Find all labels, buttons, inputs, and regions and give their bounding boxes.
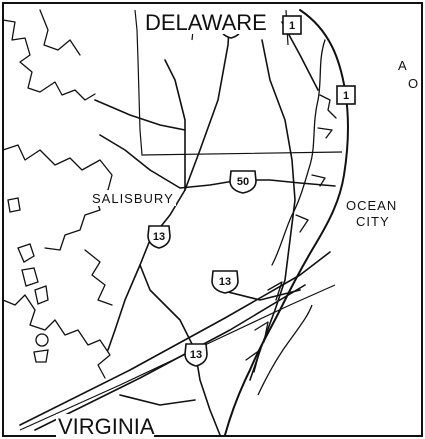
tangier-sound — [84, 249, 113, 306]
main-coastline — [224, 9, 349, 436]
atlantic-label-fragment-1: A — [398, 58, 408, 73]
delaware-label-bg — [142, 8, 270, 34]
road-local-3 — [119, 394, 196, 406]
island-3 — [34, 285, 49, 305]
atlantic-coastline — [224, 9, 349, 436]
route-number: 1 — [289, 20, 295, 32]
barrier-island — [257, 304, 313, 396]
city-label-salisbury: SALISBURY — [92, 191, 174, 206]
virginia-label-bg — [56, 414, 154, 438]
road-route-12 — [164, 59, 186, 191]
road-north-south-east — [249, 39, 296, 381]
us-highway-shield-icon — [147, 225, 171, 249]
state-route-shield-icon — [336, 85, 356, 105]
border-delaware-maryland-north — [134, 9, 343, 156]
inner-coastline — [271, 39, 326, 266]
road-diagonal-rail-2 — [34, 284, 306, 431]
road-diagonal-rail — [19, 251, 331, 426]
north-bay-shore — [2, 19, 96, 101]
shield-de-1-north: 1 — [282, 15, 302, 35]
road-crisfield — [107, 264, 141, 351]
atlantic-label-fragment-2: O — [408, 76, 419, 91]
state-label-virginia: VIRGINIA — [58, 414, 155, 439]
us-highway-shield-icon — [211, 270, 239, 294]
route-number: 13 — [190, 349, 202, 361]
chesapeake-shoreline — [2, 9, 113, 379]
upper-creek — [39, 9, 81, 56]
island-1 — [17, 243, 35, 263]
island-6 — [33, 349, 49, 363]
shield-us-13-salisbury: 13 — [147, 225, 171, 249]
island-5 — [35, 333, 49, 347]
shield-de-1-coast: 1 — [336, 85, 356, 105]
us-highway-shield-icon — [184, 343, 208, 367]
city-label-ocean-city-line2: CITY — [356, 214, 390, 229]
state-label-delaware: DELAWARE — [145, 10, 267, 35]
mid-west-shore — [2, 144, 113, 251]
road-us-13 — [139, 11, 231, 436]
us-highway-shield-icon — [229, 170, 257, 194]
salisbury-label-bg — [90, 190, 176, 206]
lower-west-shore — [2, 294, 111, 379]
city-label-ocean-city-line1: OCEAN — [346, 198, 397, 213]
shield-us-13-south: 13 — [184, 343, 208, 367]
route-number: 13 — [153, 231, 165, 243]
route-number: 1 — [343, 90, 349, 102]
road-us-50 — [99, 134, 336, 189]
island-2 — [21, 267, 39, 287]
state-route-shield-icon — [282, 15, 302, 35]
bay-islands — [7, 197, 49, 363]
road-local-2 — [219, 289, 301, 301]
state-borders — [19, 9, 343, 431]
route-number: 13 — [219, 276, 231, 288]
route-number: 50 — [237, 176, 249, 188]
coastal-bays — [245, 94, 337, 373]
island-4 — [7, 197, 21, 213]
road-local-1 — [94, 99, 186, 131]
shield-us-13-central: 13 — [211, 270, 239, 294]
shield-us-50: 50 — [229, 170, 257, 194]
